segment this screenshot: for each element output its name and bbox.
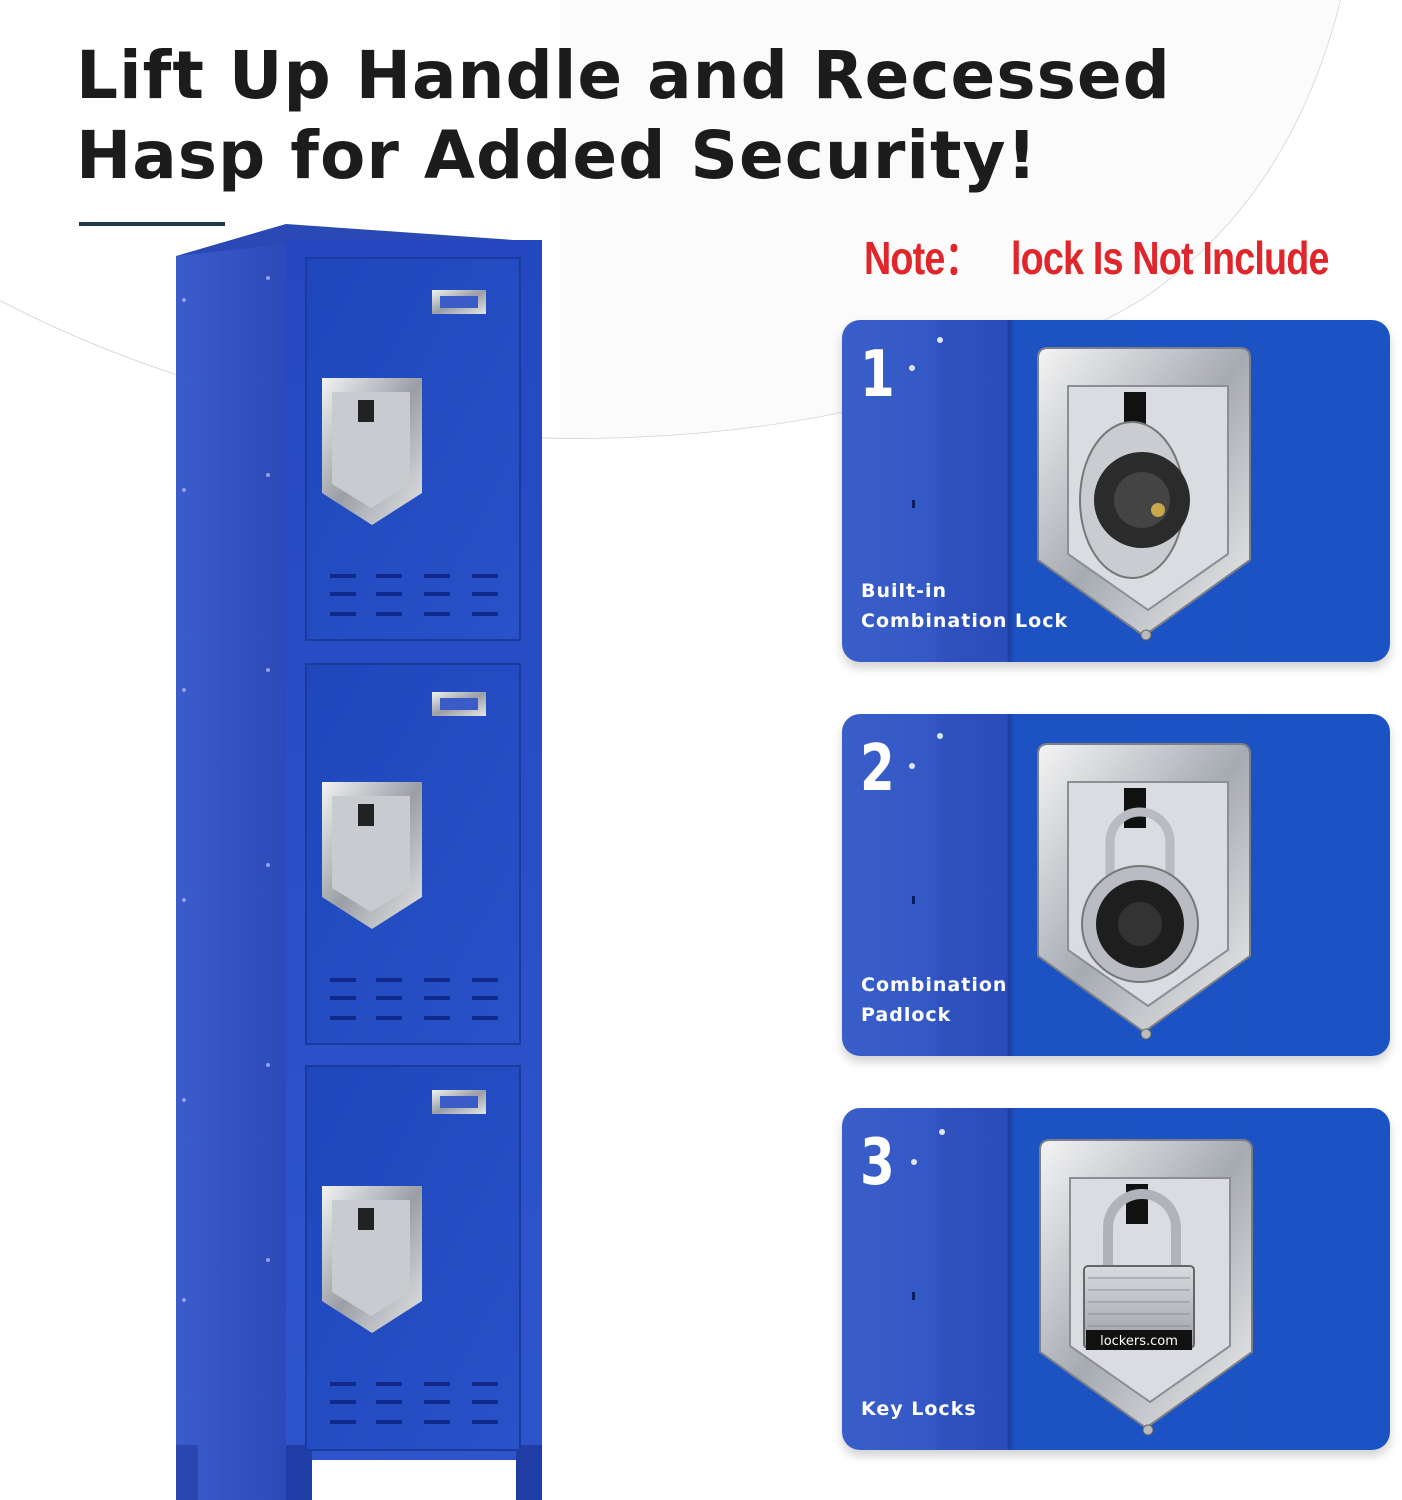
locker-door-1	[305, 257, 521, 641]
lock-option-card-2: 2 Combination Padlock	[842, 714, 1390, 1056]
card-label: Built-in Combination Lock	[861, 576, 1068, 636]
card-label: Key Locks	[861, 1394, 977, 1424]
padlock-brand-text: lockers.com	[1100, 1334, 1178, 1349]
combination-lock-icon	[909, 337, 1251, 641]
locker-door-2	[305, 663, 521, 1045]
combination-padlock-icon	[909, 733, 1251, 1040]
card-label-line-2: Combination Lock	[861, 610, 1069, 632]
card-number: 1	[860, 338, 895, 412]
card-number: 3	[860, 1126, 895, 1200]
title-line-1: Lift Up Handle and Recessed	[76, 37, 1171, 114]
key-padlock-icon: lockers.com	[911, 1129, 1253, 1436]
title-underline	[79, 222, 225, 226]
locker-illustration	[176, 224, 542, 1500]
note-body: lock Is Not Include	[1010, 232, 1330, 284]
card-label-line-1: Key Locks	[861, 1398, 977, 1420]
page-title: Lift Up Handle and Recessed Hasp for Add…	[76, 36, 1171, 196]
lock-option-card-3: lockers.com 3 Key Locks	[842, 1108, 1390, 1450]
title-line-2: Hasp for Added Security!	[76, 117, 1038, 194]
note-prefix: Note：	[864, 232, 982, 284]
lock-option-card-1: 1 Built-in Combination Lock	[842, 320, 1390, 662]
card-label: Combination Padlock	[861, 970, 1007, 1030]
locker-door-3	[305, 1065, 521, 1451]
card-label-line-1: Combination	[861, 974, 1008, 996]
note-text: Note： lock Is Not Include	[864, 222, 1329, 288]
card-number: 2	[860, 732, 895, 806]
card-label-line-1: Built-in	[861, 580, 948, 602]
card-label-line-2: Padlock	[861, 1004, 952, 1026]
